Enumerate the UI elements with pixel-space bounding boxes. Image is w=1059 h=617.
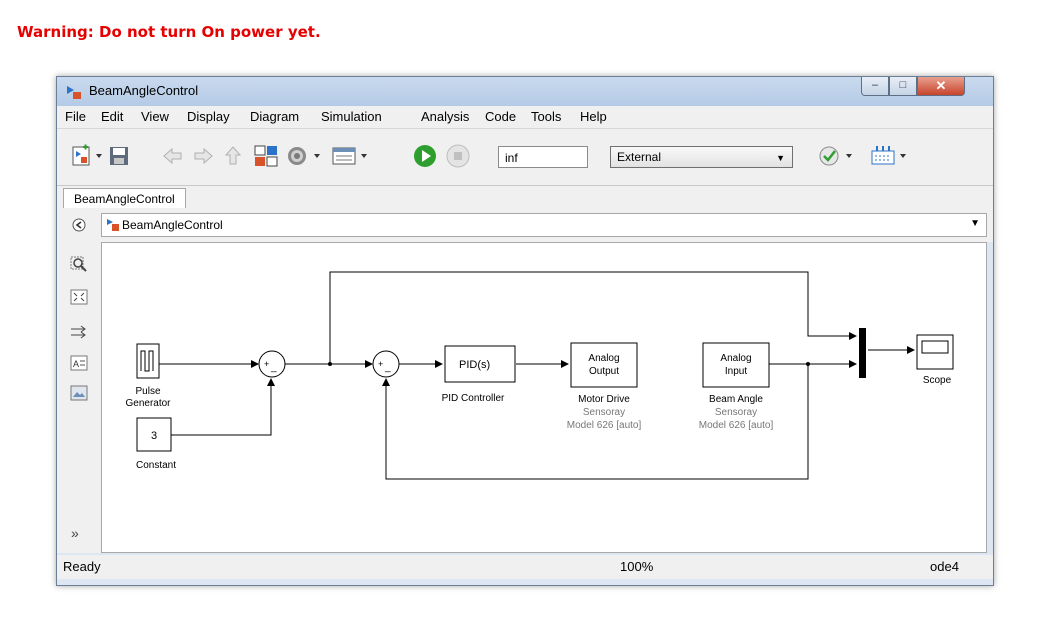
motor-line-2: Output <box>589 366 619 377</box>
forward-icon[interactable] <box>191 143 215 169</box>
stop-icon[interactable] <box>445 143 471 169</box>
save-icon[interactable] <box>107 143 131 169</box>
pid-controller-block[interactable]: PID(s) PID Controller <box>442 345 516 404</box>
scope-block[interactable]: Scope <box>916 334 954 386</box>
close-button[interactable]: ✕ <box>917 77 965 96</box>
simulation-mode-select[interactable]: External ▼ <box>610 146 793 168</box>
hide-browser-icon[interactable] <box>71 217 87 233</box>
menu-code[interactable]: Code <box>485 109 517 124</box>
branch-point <box>806 362 810 366</box>
menu-file[interactable]: File <box>65 109 86 124</box>
branch-point <box>328 362 332 366</box>
library-browser-icon[interactable] <box>253 143 283 169</box>
menu-analysis[interactable]: Analysis <box>421 109 470 124</box>
fit-view-icon[interactable] <box>70 289 88 305</box>
tab-model[interactable]: BeamAngleControl <box>63 188 186 209</box>
stop-time-input[interactable]: inf <box>498 146 588 168</box>
pid-label: PID Controller <box>442 393 505 404</box>
image-icon[interactable] <box>70 385 88 401</box>
expand-icon[interactable]: » <box>71 525 79 541</box>
status-text: Ready <box>63 559 101 574</box>
sum-block-2[interactable]: + _ <box>372 350 400 378</box>
menu-diagram[interactable]: Diagram <box>250 109 300 124</box>
motor-sub-2: Model 626 [auto] <box>567 420 642 431</box>
maximize-button[interactable]: □ <box>889 77 917 96</box>
run-icon[interactable] <box>412 143 438 169</box>
motor-sub-1: Sensoray <box>583 407 625 418</box>
address-bar: BeamAngleControl ▼ <box>57 208 993 242</box>
motor-drive-block[interactable]: Analog Output Motor Drive Sensoray Model… <box>567 342 642 431</box>
menu-display[interactable]: Display <box>187 109 230 124</box>
constant-block[interactable]: 3 Constant <box>136 417 176 471</box>
model-explorer-icon[interactable] <box>331 143 373 169</box>
up-icon[interactable] <box>221 143 245 169</box>
chevron-down-icon: ▼ <box>776 153 785 163</box>
tab-strip: BeamAngleControl <box>57 186 993 209</box>
check-icon[interactable] <box>817 143 859 169</box>
signal-icon[interactable] <box>70 324 88 340</box>
beam-sub-1: Sensoray <box>715 407 757 418</box>
pulse-label-1: Pulse <box>135 386 160 397</box>
model-canvas[interactable]: Pulse Generator 3 Constant + _ + _ <box>101 242 987 553</box>
solver-name: ode4 <box>930 559 959 574</box>
scope-label: Scope <box>923 375 952 386</box>
zoom-level: 100% <box>620 559 654 574</box>
sum1-plus: + <box>264 359 269 369</box>
constant-label: Constant <box>136 460 176 471</box>
pid-text: PID(s) <box>459 359 490 371</box>
motor-label: Motor Drive <box>578 394 630 405</box>
menu-help[interactable]: Help <box>580 109 607 124</box>
menu-bar: File Edit View Display Diagram Simulatio… <box>57 106 993 129</box>
sum2-minus: _ <box>384 362 391 373</box>
simulation-mode-value: External <box>617 150 662 164</box>
beam-angle-block[interactable]: Analog Input Beam Angle Sensoray Model 6… <box>699 342 774 431</box>
pulse-label-2: Generator <box>125 398 171 409</box>
simulink-window: BeamAngleControl – □ ✕ File Edit View Di… <box>56 76 994 586</box>
sum2-plus: + <box>378 359 383 369</box>
model-settings-icon[interactable] <box>285 143 327 169</box>
beam-line-1: Analog <box>720 353 751 364</box>
breadcrumb[interactable]: BeamAngleControl ▼ <box>101 213 987 237</box>
window-title: BeamAngleControl <box>89 83 199 98</box>
sum-block-1[interactable]: + _ <box>258 350 286 378</box>
status-bar: Ready 100% ode4 <box>57 555 993 579</box>
menu-edit[interactable]: Edit <box>101 109 124 124</box>
breadcrumb-label: BeamAngleControl <box>122 218 223 232</box>
title-bar[interactable]: BeamAngleControl – □ ✕ <box>57 77 993 106</box>
beam-label: Beam Angle <box>709 394 763 405</box>
motor-line-1: Analog <box>588 353 619 364</box>
minimize-button[interactable]: – <box>861 77 889 96</box>
mux-block[interactable] <box>859 328 866 378</box>
beam-sub-2: Model 626 [auto] <box>699 420 774 431</box>
back-icon[interactable] <box>161 143 185 169</box>
build-icon[interactable] <box>869 143 911 169</box>
pulse-generator-block[interactable]: Pulse Generator <box>125 343 171 409</box>
signal-lines <box>159 271 915 480</box>
left-palette: A » <box>57 242 101 553</box>
menu-view[interactable]: View <box>141 109 169 124</box>
simulink-model-icon <box>107 219 119 231</box>
block-diagram: Pulse Generator 3 Constant + _ + _ <box>125 271 954 480</box>
annotation-icon[interactable]: A <box>70 355 88 371</box>
beam-line-2: Input <box>725 366 747 377</box>
simulink-app-icon <box>67 86 81 99</box>
svg-text:A: A <box>73 359 79 369</box>
constant-value: 3 <box>151 430 157 442</box>
sum1-minus: _ <box>270 362 277 373</box>
zoom-icon[interactable] <box>70 256 88 272</box>
menu-tools[interactable]: Tools <box>531 109 562 124</box>
warning-text: Warning: Do not turn On power yet. <box>17 23 321 41</box>
toolbar <box>57 129 993 186</box>
menu-simulation[interactable]: Simulation <box>321 109 382 124</box>
chevron-down-icon[interactable]: ▼ <box>970 218 980 229</box>
new-model-icon[interactable] <box>71 143 105 169</box>
